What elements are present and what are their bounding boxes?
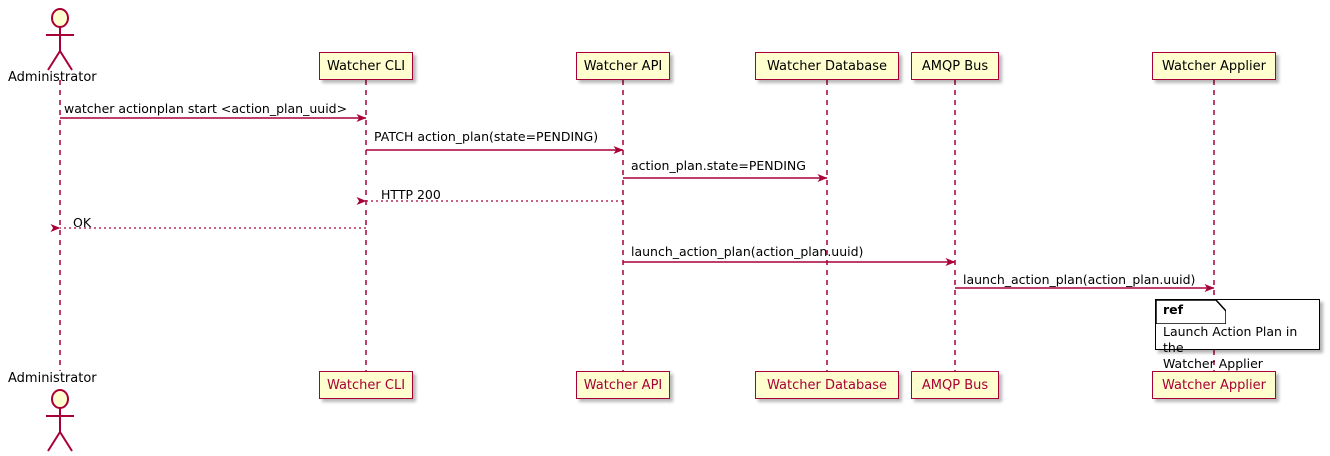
- actor-label-administrator-bottom: Administrator: [8, 371, 97, 386]
- participant-label: AMQP Bus: [921, 58, 989, 74]
- ref-fragment-box: ref Launch Action Plan in the Watcher Ap…: [1155, 299, 1320, 371]
- message-arrows-group: [50, 114, 1215, 292]
- participant-label: Watcher API: [583, 58, 663, 74]
- ref-body-text: Launch Action Plan in the Watcher Applie…: [1163, 324, 1298, 371]
- participant-box-watcher-applier-bottom[interactable]: Watcher Applier: [1152, 371, 1276, 399]
- participant-label: Watcher Applier: [1162, 58, 1266, 74]
- participant-box-amqp-bus-bottom[interactable]: AMQP Bus: [911, 371, 999, 399]
- participant-label: Watcher CLI: [326, 58, 406, 74]
- participant-box-watcher-cli-top[interactable]: Watcher CLI: [319, 52, 413, 80]
- message-label-m6: launch_action_plan(action_plan.uuid): [631, 244, 864, 259]
- message-label-m3: action_plan.state=PENDING: [631, 158, 806, 173]
- participant-box-watcher-api-bottom[interactable]: Watcher API: [576, 371, 670, 399]
- actor-label-administrator-top: Administrator: [8, 70, 97, 85]
- ref-keyword-label: ref: [1163, 302, 1184, 317]
- message-label-m1: watcher actionplan start <action_plan_uu…: [64, 101, 348, 116]
- message-label-m4: HTTP 200: [381, 187, 441, 202]
- participant-label: Watcher Database: [767, 58, 887, 74]
- participant-box-watcher-api-top[interactable]: Watcher API: [576, 52, 670, 80]
- actor-figures-group: [46, 8, 74, 452]
- participant-label: AMQP Bus: [921, 377, 989, 393]
- participant-label: Watcher CLI: [326, 377, 406, 393]
- participant-box-watcher-applier-top[interactable]: Watcher Applier: [1152, 52, 1276, 80]
- participant-box-watcher-cli-bottom[interactable]: Watcher CLI: [319, 371, 413, 399]
- participant-box-amqp-bus-top[interactable]: AMQP Bus: [911, 52, 999, 80]
- actor-figure-administrator-top: [46, 8, 74, 71]
- participant-box-watcher-database-bottom[interactable]: Watcher Database: [755, 371, 899, 399]
- message-label-m2: PATCH action_plan(state=PENDING): [374, 129, 599, 144]
- message-label-m7: launch_action_plan(action_plan.uuid): [963, 272, 1196, 287]
- actor-figure-administrator-bottom: [46, 389, 74, 452]
- participant-box-watcher-database-top[interactable]: Watcher Database: [755, 52, 899, 80]
- message-label-m5: OK: [73, 215, 92, 230]
- participant-label: Watcher Applier: [1162, 377, 1266, 393]
- participant-label: Watcher API: [583, 377, 663, 393]
- participant-label: Watcher Database: [767, 377, 887, 393]
